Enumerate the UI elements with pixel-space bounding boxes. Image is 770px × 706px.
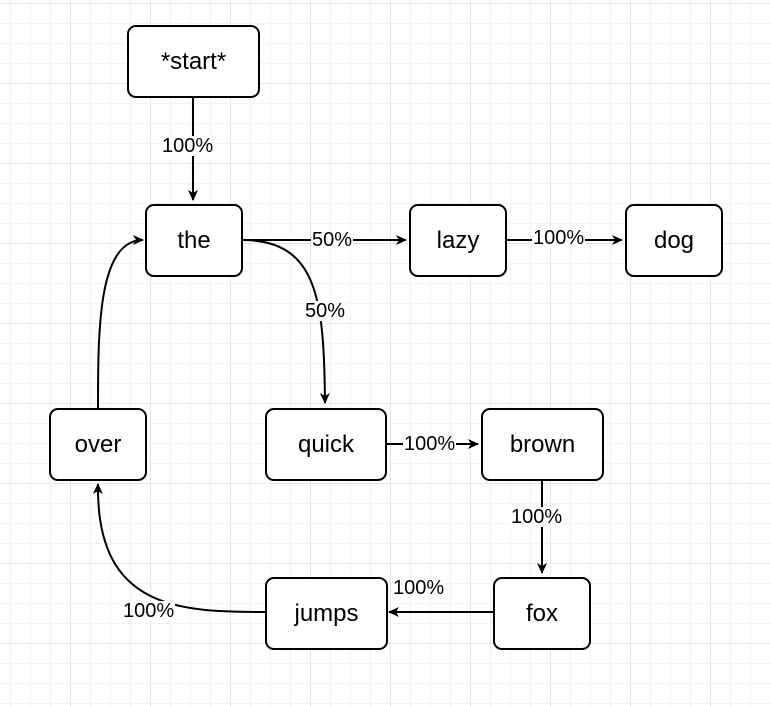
- node-start[interactable]: *start*: [127, 25, 260, 98]
- node-lazy[interactable]: lazy: [409, 204, 507, 277]
- edge-the-quick: [241, 239, 330, 404]
- edge-label-quick-brown: 100%: [403, 433, 457, 455]
- edge-label-jumps-over: 100%: [122, 600, 176, 622]
- edge-label-lazy-dog: 100%: [532, 227, 586, 249]
- node-the-label: the: [177, 226, 211, 254]
- edge-over-the: [97, 235, 144, 410]
- edge-label-the-quick: 50%: [304, 300, 347, 322]
- node-the[interactable]: the: [145, 204, 243, 277]
- node-over[interactable]: over: [49, 408, 147, 481]
- node-fox[interactable]: fox: [493, 577, 591, 650]
- node-start-label: *start*: [160, 47, 227, 75]
- node-dog[interactable]: dog: [625, 204, 723, 277]
- node-fox-label: fox: [525, 599, 558, 627]
- edge-label-start-the: 100%: [161, 135, 215, 157]
- node-quick[interactable]: quick: [265, 408, 387, 481]
- node-brown-label: brown: [509, 430, 576, 458]
- node-jumps-label: jumps: [294, 599, 359, 627]
- node-lazy-label: lazy: [436, 226, 480, 254]
- edge-label-brown-fox: 100%: [510, 506, 564, 528]
- edge-jumps-over: [92, 483, 267, 613]
- node-dog-label: dog: [653, 226, 695, 254]
- edge-label-the-lazy: 50%: [311, 229, 354, 251]
- node-quick-label: quick: [297, 430, 355, 458]
- edge-label-fox-jumps: 100%: [392, 577, 446, 599]
- node-brown[interactable]: brown: [481, 408, 604, 481]
- node-jumps[interactable]: jumps: [265, 577, 388, 650]
- node-over-label: over: [74, 430, 122, 458]
